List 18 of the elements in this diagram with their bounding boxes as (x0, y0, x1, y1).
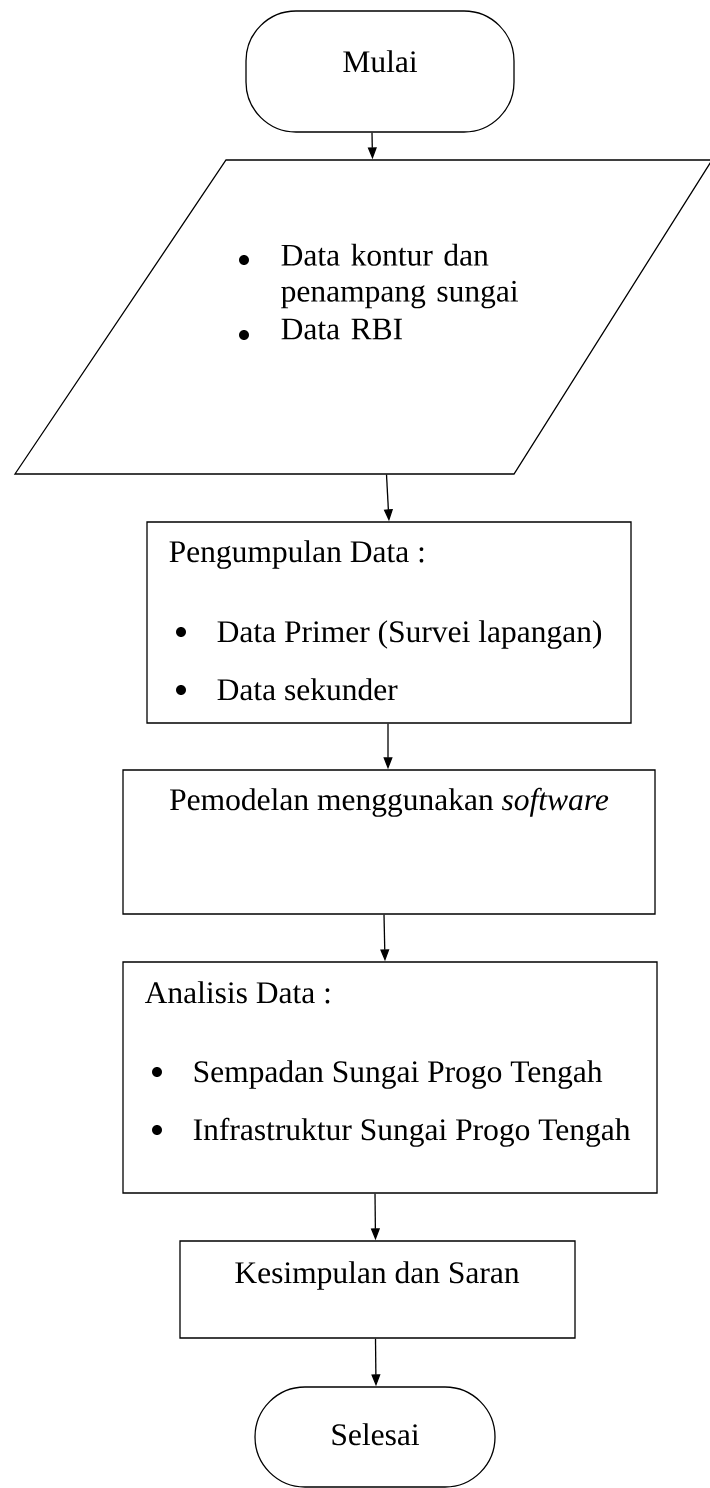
terminal-shape (254, 1386, 496, 1488)
terminal-shape (245, 10, 515, 133)
node-text: Pemodelan menggunakan software (170, 787, 609, 817)
node-text: Mulai (343, 50, 418, 73)
node-text: Sempadan Sungai Progo Tengah (194, 1060, 603, 1089)
process-box (146, 521, 632, 724)
node-text: Data Primer (Survei lapangan) (217, 620, 602, 649)
node-text: Data RBI (281, 318, 402, 340)
node-text: Data kontur dan penampang sungai (281, 243, 518, 309)
node-text: Selesai (332, 1423, 420, 1446)
node-text: Kesimpulan dan Saran (235, 1261, 520, 1290)
node-text: Infrastruktur Sungai Progo Tengah (193, 1117, 631, 1147)
process-box (122, 769, 656, 915)
node-text: Analisis Data : (144, 981, 330, 1004)
node-text: Data sekunder (217, 678, 398, 701)
process-box (179, 1240, 576, 1339)
process-box (122, 961, 658, 1194)
node-text: Pengumpulan Data : (169, 540, 424, 569)
